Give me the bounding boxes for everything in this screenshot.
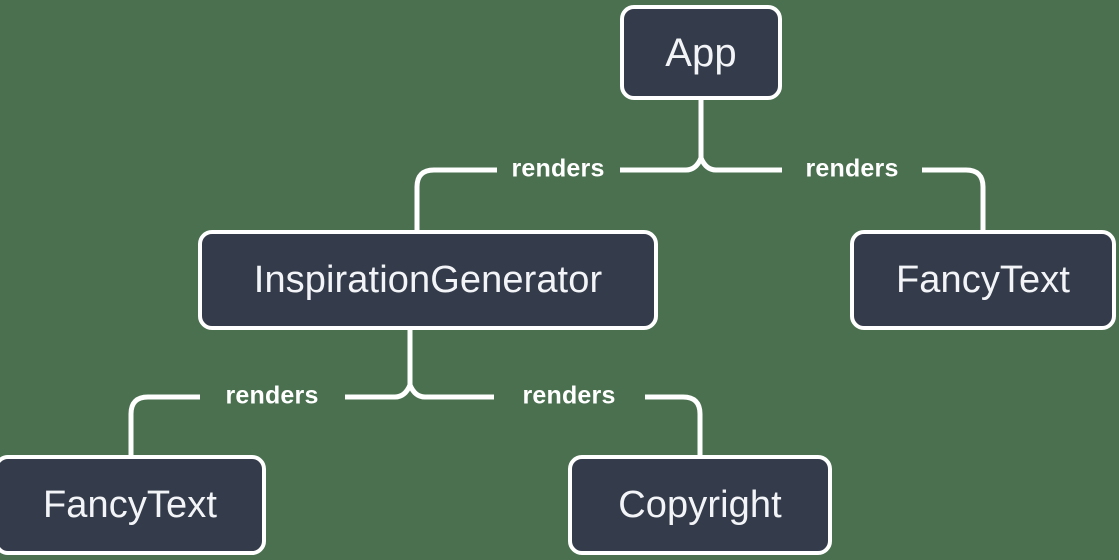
edge-label-ig-copyright: renders — [522, 381, 616, 410]
node-fancytext-left[interactable]: FancyText — [0, 455, 266, 555]
edge-app-junction-right — [698, 156, 717, 173]
node-fancytext-right[interactable]: FancyText — [850, 230, 1116, 330]
edge-label-ig-fancytext: renders — [225, 381, 319, 410]
edge-ig-junction-right — [407, 383, 426, 400]
node-app[interactable]: App — [620, 5, 782, 100]
edge-ig-copyright-bus-right — [645, 394, 703, 455]
edge-app-fancytext-bus-right — [922, 167, 986, 230]
node-inspirationgenerator[interactable]: InspirationGenerator — [198, 230, 658, 330]
node-app-label: App — [665, 30, 737, 75]
node-inspirationgenerator-label: InspirationGenerator — [253, 259, 603, 301]
edge-label-app-fancytext: renders — [805, 154, 899, 183]
node-fancytext-left-label: FancyText — [42, 484, 218, 526]
edge-label-app-inspiration: renders — [511, 154, 605, 183]
edge-ig-fancytext-bus-left — [128, 394, 200, 455]
edge-ig-junction-left — [394, 383, 413, 400]
edge-app-junction-left — [685, 156, 704, 173]
edge-app-inspiration-bus-left — [414, 167, 497, 230]
node-copyright[interactable]: Copyright — [568, 455, 832, 555]
node-fancytext-right-label: FancyText — [895, 259, 1071, 301]
node-copyright-label: Copyright — [618, 484, 782, 526]
